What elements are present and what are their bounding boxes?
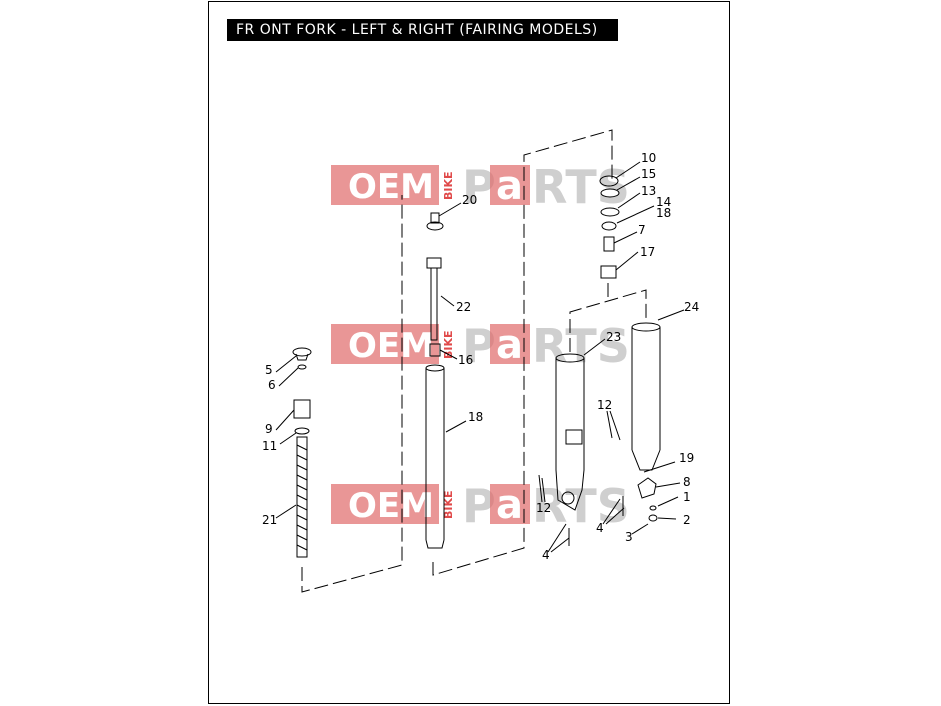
label-8: 8 [683, 475, 691, 489]
label-4-left: 4 [542, 548, 550, 562]
diagram-sheet [208, 1, 730, 704]
part-fork-cap [426, 212, 444, 231]
label-1: 1 [683, 490, 691, 504]
diagram-title: FR ONT FORK - LEFT & RIGHT (FAIRING MODE… [227, 19, 618, 41]
part-bracket-hardware [568, 477, 658, 546]
svg-text:RTS: RTS [532, 319, 630, 373]
label-2: 2 [683, 513, 691, 527]
svg-text:BIKE: BIKE [442, 171, 455, 200]
part-seal-stack [599, 175, 620, 279]
label-17: 17 [640, 245, 655, 259]
watermark-top: OEM BIKE P a RTS [331, 160, 630, 214]
label-12-right: 12 [597, 398, 612, 412]
label-16: 16 [458, 353, 473, 367]
label-6: 6 [268, 378, 276, 392]
part-right-slider [631, 322, 661, 471]
label-4-right: 4 [596, 521, 604, 535]
label-18: 18 [468, 410, 483, 424]
label-9: 9 [265, 422, 273, 436]
svg-text:a: a [496, 322, 523, 368]
label-18-top: 18 [656, 206, 671, 220]
svg-text:RTS: RTS [532, 160, 630, 214]
label-22: 22 [456, 300, 471, 314]
svg-text:OEM: OEM [348, 326, 434, 366]
label-19: 19 [679, 451, 694, 465]
assembly-lines [301, 129, 647, 593]
label-10: 10 [641, 151, 656, 165]
label-13: 13 [641, 184, 656, 198]
label-14: 14 [656, 195, 671, 209]
label-24: 24 [684, 300, 699, 314]
svg-text:BIKE: BIKE [442, 490, 455, 519]
label-5: 5 [265, 363, 273, 377]
svg-text:OEM: OEM [348, 167, 434, 207]
label-23: 23 [606, 330, 621, 344]
svg-text:OEM: OEM [348, 486, 434, 526]
svg-text:RTS: RTS [532, 479, 630, 533]
part-spring-stack [292, 347, 312, 558]
leader-lines [275, 161, 685, 553]
part-number-labels: 10 15 13 14 18 7 17 20 24 23 22 16 5 6 1… [262, 151, 699, 562]
label-21: 21 [262, 513, 277, 527]
watermark-bottom: OEM BIKE P a RTS [331, 479, 630, 533]
part-left-slider [555, 353, 585, 511]
label-3: 3 [625, 530, 633, 544]
part-fork-tube [425, 364, 445, 549]
svg-text:BIKE: BIKE [442, 330, 455, 359]
label-20: 20 [462, 193, 477, 207]
label-12-left: 12 [536, 501, 551, 515]
svg-text:a: a [496, 163, 523, 209]
part-damper-tube [426, 257, 442, 341]
label-11: 11 [262, 439, 277, 453]
label-15: 15 [641, 167, 656, 181]
watermark-middle: OEM BIKE P a RTS [331, 319, 630, 373]
svg-text:a: a [496, 482, 523, 528]
label-7: 7 [638, 223, 646, 237]
